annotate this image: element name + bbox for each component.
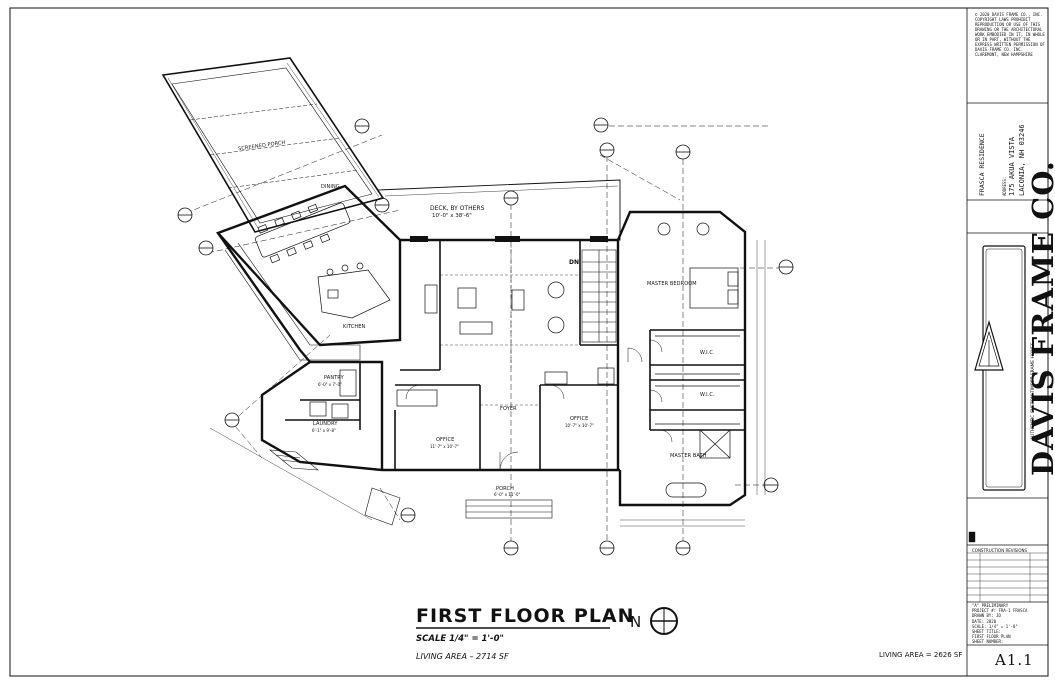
room-label-kitchen: KITCHEN bbox=[343, 324, 366, 330]
revisions-label: CONSTRUCTION REVISIONS bbox=[972, 548, 1028, 553]
room-label-office-1: OFFICE bbox=[436, 437, 455, 443]
washer bbox=[309, 401, 327, 417]
chair-2 bbox=[547, 316, 565, 334]
copyright-notice: © 2020 DAVIS FRAME CO., INC. COPYRIGHT L… bbox=[975, 12, 1045, 57]
deck bbox=[377, 179, 621, 242]
info-line: DATE: 2020 bbox=[972, 618, 997, 624]
dining-table bbox=[255, 202, 351, 264]
side-entry-steps bbox=[364, 487, 401, 526]
screened-porch bbox=[161, 57, 385, 233]
powder-room bbox=[544, 371, 568, 385]
section-marker-bath bbox=[763, 477, 779, 493]
doors bbox=[405, 339, 673, 471]
section-marker-top-porch bbox=[354, 118, 370, 134]
room-label-foyer: FOYER bbox=[500, 406, 517, 412]
address-label: ADDRESS: bbox=[1002, 176, 1007, 196]
info-line: SCALE: 1/4" = 1'-0" bbox=[972, 623, 1018, 629]
brand-emblem bbox=[974, 245, 1026, 491]
room-label-laundry: LAUNDRY bbox=[313, 421, 338, 427]
section-marker-left bbox=[198, 240, 214, 256]
plan-living-area: LIVING AREA – 2714 SF bbox=[416, 652, 509, 661]
room-label-porch-size: 6'-0" x 11'-0" bbox=[494, 492, 521, 497]
room-label-master-bath: MASTER BATH bbox=[670, 453, 707, 459]
pantry-shelf bbox=[339, 369, 357, 397]
room-label-laundry-size: 6'-1" x 9'-8" bbox=[312, 428, 336, 433]
sheet-number: A1.1 bbox=[995, 651, 1034, 669]
plan-scale: SCALE 1/4" = 1'-0" bbox=[416, 634, 504, 644]
exterior-walls bbox=[215, 184, 747, 507]
room-label-dining: DINING bbox=[321, 184, 340, 190]
dryer bbox=[331, 403, 349, 419]
room-label-office-2: OFFICE bbox=[570, 416, 589, 422]
bedroom-chair-2 bbox=[696, 222, 710, 236]
room-label-office-1-size: 11'-7" x 10'-7" bbox=[430, 444, 459, 449]
interior-walls bbox=[285, 240, 745, 470]
chair-1 bbox=[547, 281, 565, 299]
info-line: "A" PRELIMINARY bbox=[972, 603, 1009, 608]
revisions-grid bbox=[967, 531, 1048, 602]
address-line-1: 175 AKUA VISTA bbox=[1008, 136, 1016, 196]
room-label-office-2-size: 10'-7" x 10'-7" bbox=[565, 423, 594, 428]
dimension-lines bbox=[209, 240, 766, 527]
living-area-note: LIVING AREA = 2626 SF bbox=[879, 651, 963, 659]
section-markers bbox=[177, 117, 794, 556]
info-line: PROJECT #: FRA-1 FRASCA bbox=[972, 608, 1028, 614]
office-desk bbox=[396, 389, 438, 407]
section-marker-lines bbox=[185, 125, 785, 545]
closet bbox=[597, 367, 615, 385]
section-marker-bedroom bbox=[778, 259, 794, 275]
bedroom-chair-1 bbox=[657, 222, 671, 236]
exterior-stairs-left bbox=[269, 449, 319, 471]
section-marker-grid-g-bottom bbox=[675, 540, 691, 556]
plan-title: FIRST FLOOR PLAN bbox=[416, 605, 635, 627]
room-label-porch: PORCH bbox=[496, 486, 514, 492]
section-marker-laundry bbox=[224, 412, 240, 428]
fireplace bbox=[424, 284, 438, 314]
great-room-beams bbox=[440, 240, 580, 406]
info-line: SHEET NUMBER: bbox=[972, 639, 1004, 645]
furniture bbox=[224, 202, 740, 498]
kitchen-counter bbox=[224, 242, 361, 361]
info-line: DRAWN BY: JD bbox=[972, 613, 1001, 619]
address-line-2: LACONIA, NH 03246 bbox=[1018, 124, 1026, 196]
kitchen-island bbox=[317, 262, 391, 319]
shower bbox=[699, 429, 731, 459]
north-arrow bbox=[650, 607, 678, 635]
master-bed bbox=[689, 267, 739, 309]
sofa bbox=[459, 321, 493, 335]
entry-steps bbox=[465, 499, 553, 519]
section-marker-entry bbox=[400, 507, 416, 523]
room-label-wic-2: W.I.C. bbox=[700, 392, 715, 398]
section-marker-upper-right bbox=[593, 117, 609, 133]
section-marker-grid-f-bottom bbox=[599, 540, 615, 556]
section-marker-top-left bbox=[177, 207, 193, 223]
stair-label-dn: DN bbox=[569, 259, 580, 266]
brand-logo: DAVIS FRAME CO. AUTHENTIC CUSTOM TIMBER … bbox=[972, 160, 1055, 490]
section-marker-grid-f-top bbox=[599, 142, 615, 158]
room-label-wic-1: W.I.C. bbox=[700, 350, 715, 356]
room-label-master-bedroom: MASTER BEDROOM bbox=[647, 281, 697, 287]
section-marker-grid-e-top bbox=[503, 190, 519, 206]
bathtub bbox=[665, 482, 707, 498]
room-label-deck-size: 10'-0" x 38'-6" bbox=[432, 213, 472, 219]
info-line: SHEET TITLE: bbox=[972, 629, 1001, 635]
room-label-pantry-size: 6'-0" x 7'-0" bbox=[318, 382, 342, 387]
media-unit bbox=[511, 289, 525, 311]
info-line: FIRST FLOOR PLAN bbox=[972, 634, 1011, 640]
room-label-deck: DECK, BY OTHERS bbox=[430, 205, 485, 212]
brand-tagline: AUTHENTIC CUSTOM TIMBER FRAME HOMES bbox=[1031, 342, 1036, 440]
title-block bbox=[966, 8, 1048, 676]
stairs bbox=[269, 249, 617, 526]
coffee-table bbox=[457, 287, 477, 309]
north-label: N bbox=[630, 613, 642, 631]
section-marker-grid-g-top bbox=[675, 144, 691, 160]
sheet-info: "A" PRELIMINARY PROJECT #: FRA-1 FRASCA … bbox=[972, 603, 1044, 645]
project-name: FRASCA RESIDENCE bbox=[978, 133, 986, 196]
room-label-pantry: PANTRY bbox=[324, 375, 344, 381]
sheet-border bbox=[9, 7, 1049, 677]
section-marker-grid-e-bottom bbox=[503, 540, 519, 556]
